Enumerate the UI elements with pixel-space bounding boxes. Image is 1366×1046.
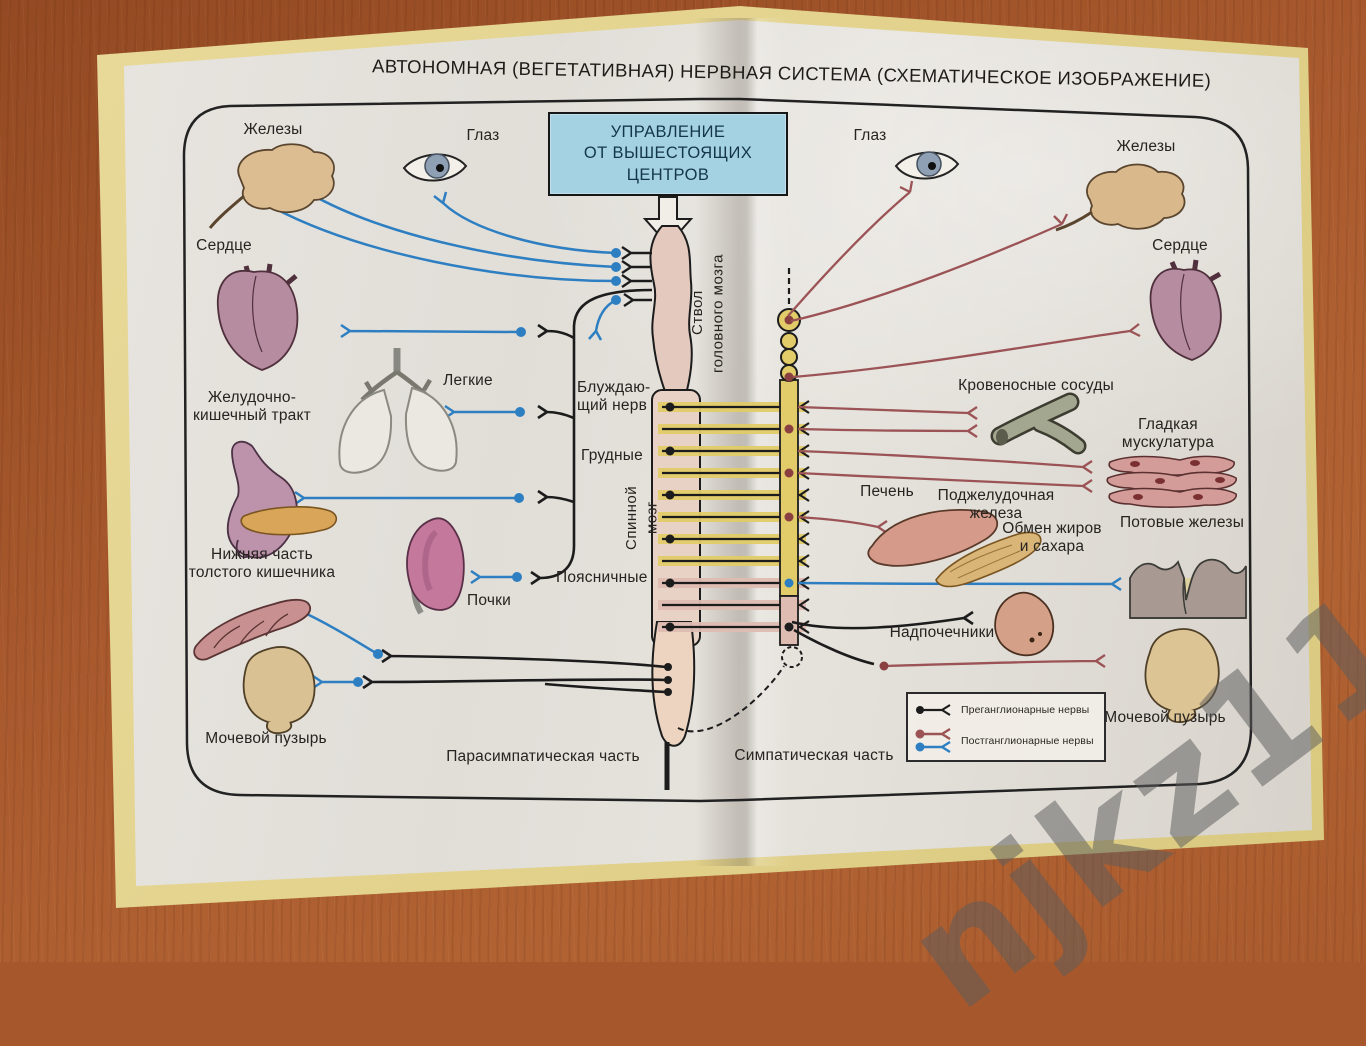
label-brain-stem: Ствол головного мозга [689,253,727,373]
legend-box: Преганглионарные нервы Постганглионарные… [906,692,1106,762]
label-vagus-nerve: Блуждаю- щий нерв [577,379,651,415]
adrenal-illustration [994,591,1055,657]
stomach-illustration [226,440,338,559]
label-sweat-glands: Потовые железы [1119,514,1245,531]
legend-postganglionic-label: Постганглионарные нервы [961,735,1094,747]
preganglionic-line-icon [916,704,951,716]
postganglionic-line-icon [915,727,951,754]
label-right-heart: Сердце [1152,237,1208,254]
brain-stem-illustration [649,225,693,395]
label-lumbar: Поясничные [556,569,648,586]
label-left-heart: Сердце [196,237,252,254]
right-bladder-illustration [1144,628,1220,723]
cranial-preganglionic-lines [621,246,652,307]
right-eye-illustration [894,151,960,180]
sympathetic-chain [777,268,801,646]
label-lungs: Легкие [443,372,493,389]
label-right-bladder: Мочевой пузырь [1104,709,1226,726]
vagus-nerve-lines [530,288,653,586]
higher-centers-box: УПРАВЛЕНИЕ ОТ ВЫШЕСТОЯЩИХ ЦЕНТРОВ [548,112,788,196]
pancreas-illustration [935,531,1042,588]
smooth-muscle-illustration [1106,455,1237,508]
label-liver: Печень [860,483,914,500]
ganglion-dots [665,315,794,632]
left-bladder-illustration [242,646,316,735]
label-fat-sugar: Обмен жиров и сахара [1002,520,1102,556]
label-right-eye: Глаз [853,127,887,144]
label-lower-colon: Нижняя часть толстого кишечника [188,546,336,582]
liver-illustration [867,509,999,567]
label-left-eye: Глаз [466,127,500,144]
label-gi-tract: Желудочно- кишечный тракт [193,389,311,425]
legend-preganglionic-label: Преганглионарные нервы [961,704,1090,716]
right-glands-illustration [1055,163,1186,232]
lungs-illustration [338,348,458,474]
left-eye-illustration [402,153,468,182]
label-thoracic: Грудные [581,447,643,464]
sacral-ganglion-dot [879,661,889,671]
label-smooth-muscle: Гладкая мускулатура [1121,416,1215,452]
right-heart-illustration [1149,259,1222,361]
parasympathetic-blue-dots [353,248,621,687]
diagram-border [182,97,1253,803]
sacral-dots [664,663,672,696]
legend-postganglionic-row: Постганглионарные нервы [914,727,1094,755]
label-right-glands: Железы [1116,138,1176,155]
label-parasympathetic-part: Парасимпатическая часть [446,748,640,765]
label-sympathetic-part: Симпатическая часть [734,747,894,764]
sympathetic-red-lines [787,180,1141,668]
kidney-illustration [406,517,465,615]
label-pancreas: Поджелудочная железа [937,487,1055,523]
blood-vessel-illustration [990,392,1087,455]
legend-preganglionic-row: Преганглионарные нервы [914,703,1089,717]
label-blood-vessels: Кровеносные сосуды [958,377,1114,394]
sacral-preganglionic-lines [362,610,974,694]
label-spinal-cord: Спинной мозг [623,485,661,551]
sweat-glands-illustration [1129,558,1247,619]
label-left-glands: Железы [243,121,303,138]
label-kidneys: Почки [467,592,511,609]
pelvic-dashed-path [677,646,803,733]
label-left-bladder: Мочевой пузырь [205,730,327,747]
diagram-artwork [182,97,1253,803]
colon-illustration [193,598,311,661]
left-glands-illustration [208,143,335,229]
sacral-cord-illustration [651,621,696,747]
left-heart-illustration [216,263,299,371]
label-adrenals: Надпочечники [889,624,995,641]
